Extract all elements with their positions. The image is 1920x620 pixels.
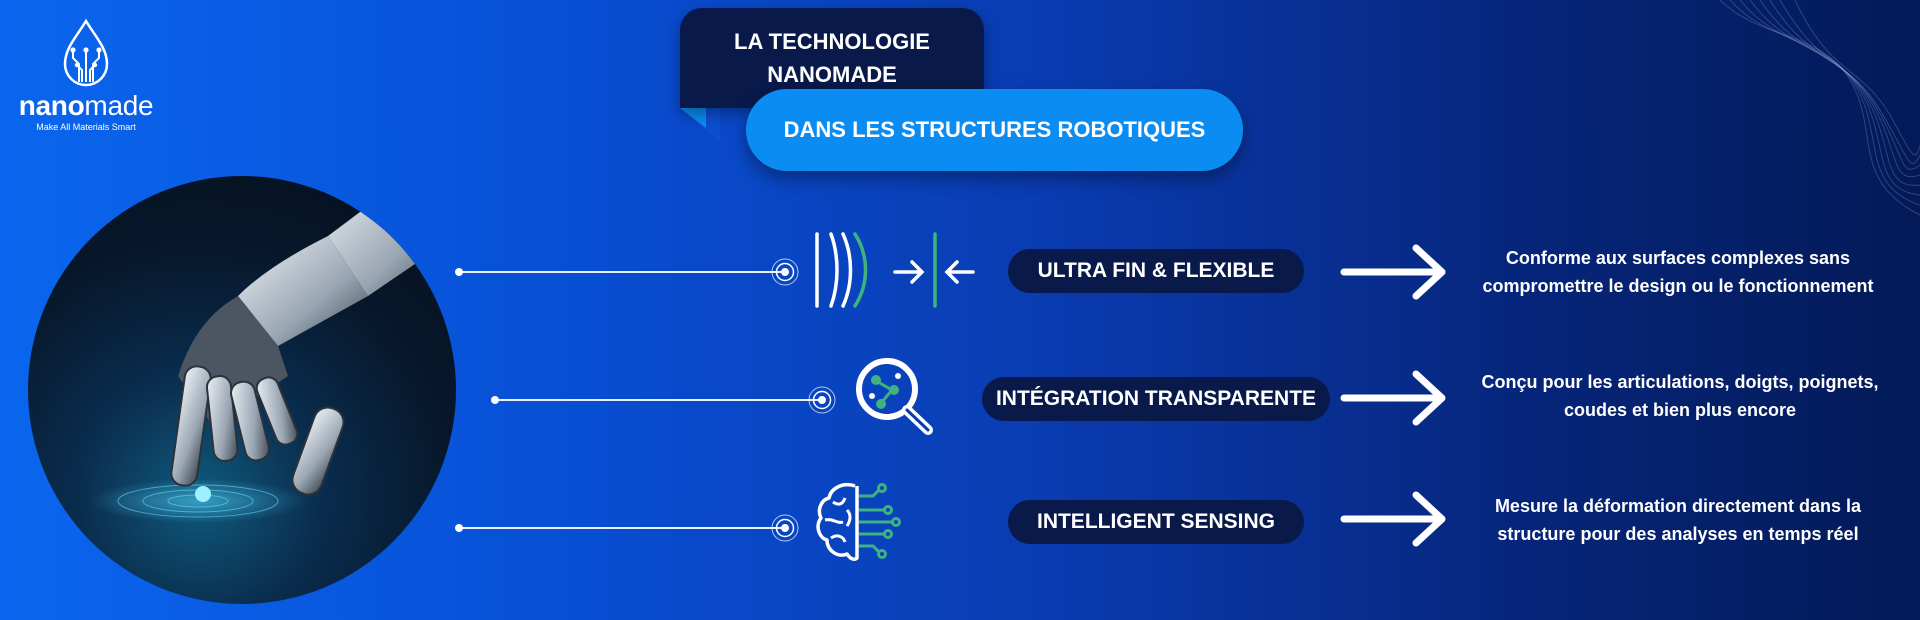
brand-name: nanomade xyxy=(18,90,154,121)
connector-line-3 xyxy=(459,527,783,529)
arrow-right-icon-3 xyxy=(1340,491,1446,547)
magnifier-icon xyxy=(856,358,933,435)
connector-line-2 xyxy=(495,399,820,401)
thin-flexible-icon xyxy=(815,232,975,308)
brain-circuit-icon xyxy=(816,483,901,561)
arrow-right-icon-2 xyxy=(1340,370,1446,426)
target-icon-2 xyxy=(808,386,836,414)
connector-dot-3 xyxy=(455,524,463,532)
feature-pill-2: INTÉGRATION TRANSPARENTE xyxy=(982,377,1330,421)
subtitle-pill: DANS LES STRUCTURES ROBOTIQUES xyxy=(746,89,1243,171)
arrow-right-icon-1 xyxy=(1340,244,1446,300)
feature-description-2: Conçu pour les articulations, doigts, po… xyxy=(1481,372,1879,420)
title-line-1: LA TECHNOLOGIE xyxy=(734,29,930,54)
robot-hand-image xyxy=(28,176,456,604)
target-icon-3 xyxy=(771,514,799,542)
droplet-circuit-icon xyxy=(63,18,109,87)
connector-dot-2 xyxy=(491,396,499,404)
feature-pill-3: INTELLIGENT SENSING xyxy=(1008,500,1304,544)
feature-description-3: Mesure la déformation directement dans l… xyxy=(1494,496,1862,544)
feature-description-1: Conforme aux surfaces complexes sans com… xyxy=(1482,248,1874,296)
target-icon-1 xyxy=(771,258,799,286)
connector-dot-1 xyxy=(455,268,463,276)
title-line-2: NANOMADE xyxy=(767,62,897,87)
decorative-wave-lines xyxy=(1719,0,1920,216)
title-notch xyxy=(680,108,720,142)
feature-pill-1: ULTRA FIN & FLEXIBLE xyxy=(1008,249,1304,293)
brand-tagline: Make All Materials Smart xyxy=(36,122,136,132)
nanomade-logo: nanomade Make All Materials Smart xyxy=(18,18,154,138)
connector-line-1 xyxy=(459,271,783,273)
